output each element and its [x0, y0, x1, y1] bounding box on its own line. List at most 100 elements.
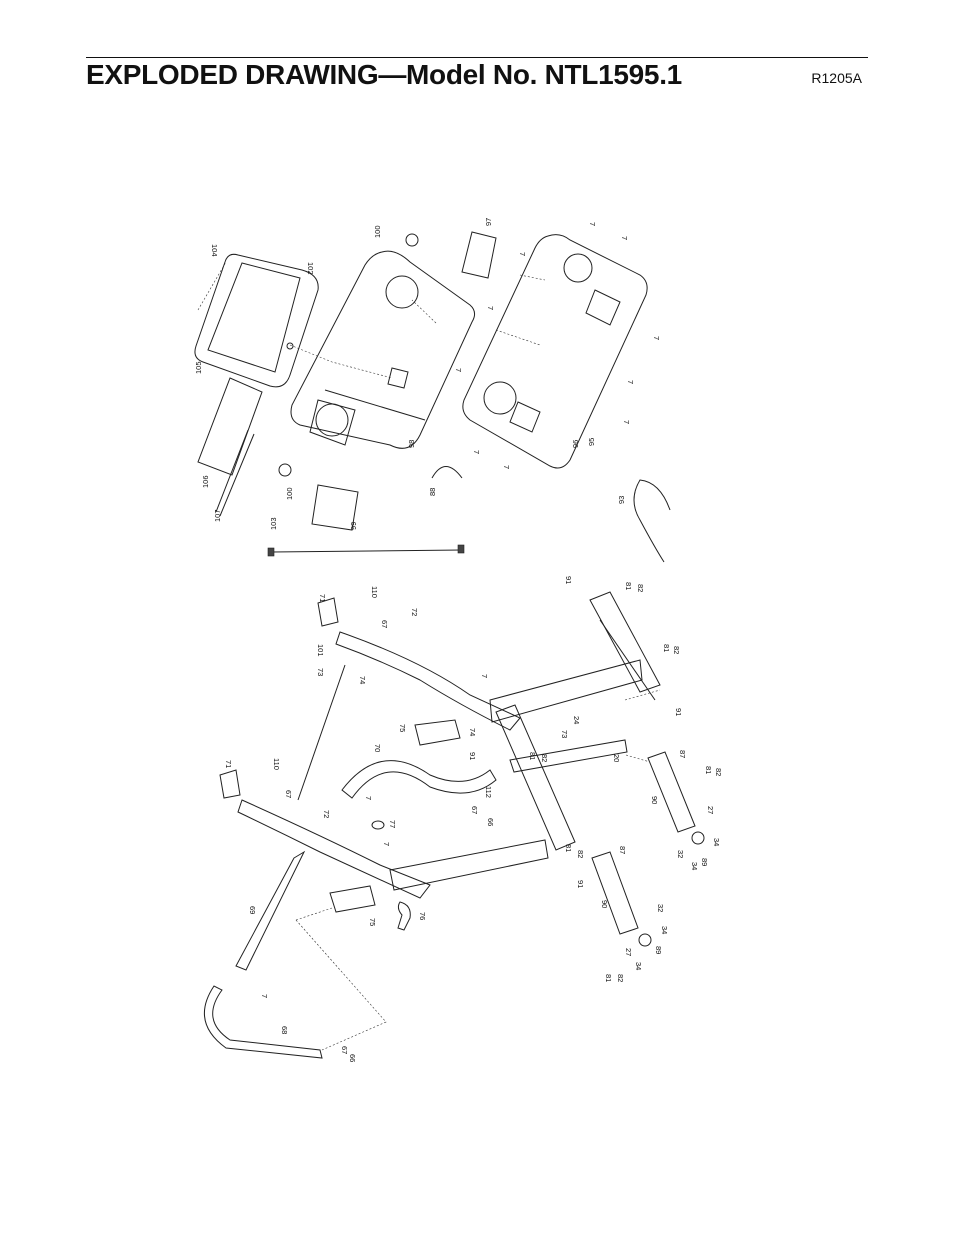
callout-label: 91	[674, 708, 683, 716]
callout-label: 100	[285, 487, 294, 500]
revision-code: R1205A	[811, 70, 862, 86]
callout-label: 20	[612, 754, 621, 762]
callout-label: 95	[587, 438, 596, 446]
callout-label: 87	[678, 750, 687, 758]
callout-label: 82	[636, 584, 645, 592]
callout-label: 7	[260, 994, 269, 998]
callout-label: 90	[600, 900, 609, 908]
water-bottle-holder	[311, 231, 497, 531]
callout-label: 24	[572, 716, 581, 724]
header-rule	[86, 57, 868, 58]
callout-label: 70	[373, 744, 382, 752]
callout-label: 67	[340, 1046, 349, 1054]
callout-label: 7	[626, 380, 635, 384]
callout-label: 98	[407, 440, 416, 448]
callout-label: 101	[316, 644, 325, 657]
console-base	[290, 250, 476, 449]
callout-label: 68	[280, 1026, 289, 1034]
frame-dashes	[295, 689, 661, 1051]
callout-label: 82	[540, 754, 549, 762]
callout-label: 7	[652, 336, 661, 340]
callout-label: 75	[398, 724, 407, 732]
callout-label: 91	[468, 752, 477, 760]
callout-label: 7	[518, 252, 527, 256]
callout-label: 103	[269, 517, 278, 530]
callout-label: 7	[364, 796, 373, 800]
console-insert	[197, 377, 263, 517]
callout-label: 27	[706, 806, 715, 814]
callout-label: 76	[418, 912, 427, 920]
callout-label: 32	[676, 850, 685, 858]
callout-label: 82	[714, 768, 723, 776]
callout-label: 7	[382, 842, 391, 846]
callout-label: 74	[468, 728, 477, 736]
callout-label: 72	[322, 810, 331, 818]
callout-label: 7	[454, 368, 463, 372]
callout-label: 81	[564, 844, 573, 852]
callout-label: 7	[502, 465, 511, 469]
callout-label: 7	[622, 420, 631, 424]
callout-label: 88	[428, 488, 437, 496]
callout-label: 67	[380, 620, 389, 628]
callout-label: 89	[654, 946, 663, 954]
callout-label: 105	[194, 361, 203, 374]
callout-label: 71	[224, 760, 233, 768]
callout-label: 34	[712, 838, 721, 846]
callout-label: 66	[348, 1054, 357, 1062]
callout-label: 110	[272, 758, 281, 770]
handrails	[204, 760, 497, 1059]
callout-label: 112	[484, 786, 493, 798]
callout-label: 67	[470, 806, 479, 814]
callout-label: 93	[617, 496, 626, 504]
console-back	[462, 234, 648, 469]
callout-label: 107	[213, 509, 222, 522]
callout-label: 91	[576, 880, 585, 888]
callout-label: 82	[576, 850, 585, 858]
callout-label: 89	[700, 858, 709, 866]
covers	[219, 597, 461, 931]
callout-label: 81	[604, 974, 613, 982]
leg-levelers	[591, 751, 705, 947]
callout-label: 34	[660, 926, 669, 934]
callout-label: 7	[620, 236, 629, 240]
callout-label: 97	[484, 218, 493, 226]
callout-label: 77	[388, 820, 397, 828]
callout-label: 72	[410, 608, 419, 616]
callout-label: 7	[588, 222, 597, 226]
callout-label: 81	[528, 752, 537, 760]
callout-label: 32	[656, 904, 665, 912]
callout-label: 99	[349, 522, 358, 530]
fan-assemblies	[278, 233, 419, 477]
callout-label: 100	[373, 225, 382, 238]
callout-label: 91	[564, 576, 573, 584]
console-dashes	[197, 261, 546, 379]
callout-labels: 104 102 100 97 7 7 7 7 7 7 7 7 7 7 105 1…	[194, 218, 723, 1063]
callout-label: 82	[616, 974, 625, 982]
callout-label: 96	[571, 440, 580, 448]
callout-label: 104	[210, 244, 219, 257]
callout-label: 81	[624, 582, 633, 590]
callout-label: 34	[634, 962, 643, 970]
callout-label: 71	[318, 594, 327, 602]
callout-label: 67	[284, 790, 293, 798]
callout-label: 69	[248, 906, 257, 914]
callout-label: 75	[368, 918, 377, 926]
callout-label: 81	[704, 766, 713, 774]
upright-left	[237, 799, 431, 899]
callout-label: 90	[650, 796, 659, 804]
callout-label: 74	[358, 676, 367, 684]
callout-label: 7	[480, 674, 489, 678]
base-frame	[297, 591, 661, 891]
page-title: EXPLODED DRAWING—Model No. NTL1595.1	[86, 59, 682, 90]
callout-label: 7	[472, 450, 481, 454]
callout-label: 73	[316, 668, 325, 676]
callout-label: 81	[662, 644, 671, 652]
callout-label: 73	[560, 730, 569, 738]
callout-label: 27	[624, 948, 633, 956]
callout-label: 7	[486, 306, 495, 310]
overlay-panel	[194, 253, 319, 388]
wires	[267, 466, 671, 563]
callout-label: 87	[618, 846, 627, 854]
upright-right	[335, 631, 521, 731]
